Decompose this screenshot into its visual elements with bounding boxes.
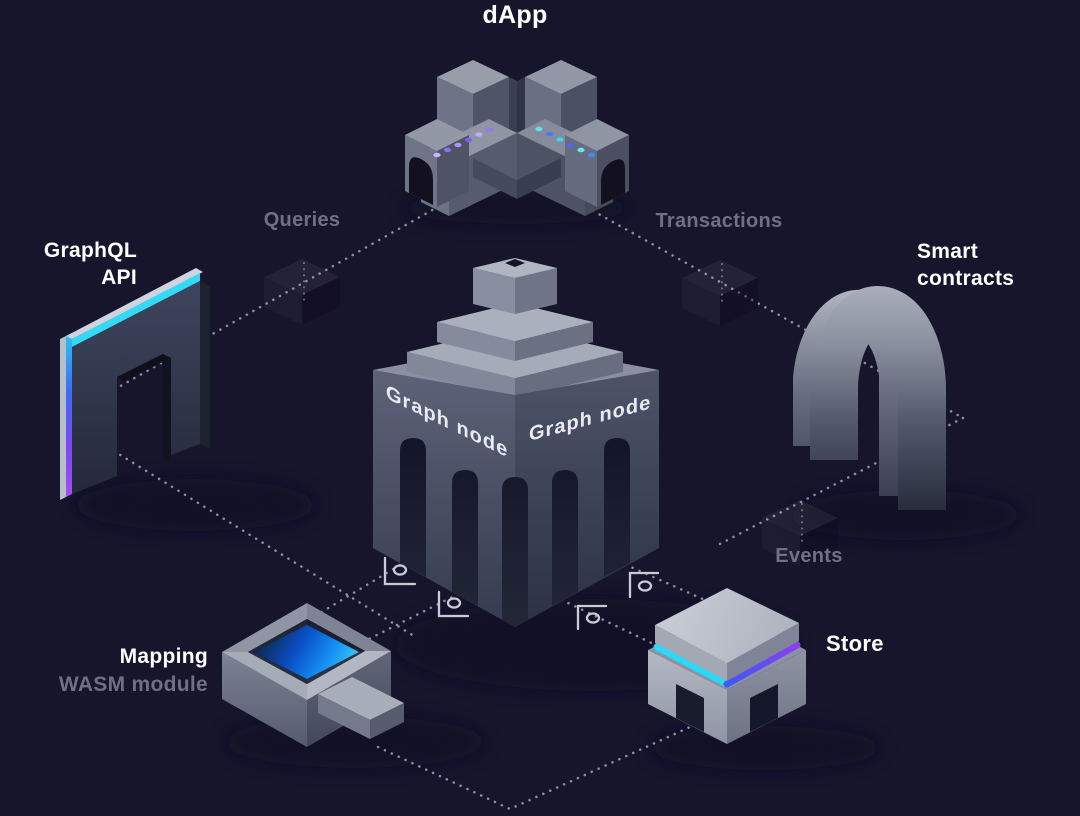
graphql-inner-face	[163, 354, 171, 462]
dapp-glow-dots-right	[535, 126, 596, 158]
smart-contracts-structure	[793, 286, 946, 510]
dapp-label: dApp	[482, 1, 548, 29]
ghost-cubes	[264, 259, 838, 566]
graphql-rim-top	[66, 268, 203, 339]
smart-contracts-label-line2: contracts	[917, 267, 1015, 290]
dapp-left-arch-opening	[409, 157, 433, 205]
ghost-cube-icon	[762, 500, 838, 566]
graphql-inner-top	[117, 354, 171, 381]
dapp-glow-dots-left	[433, 127, 494, 158]
graphql-api-label-line1: GraphQL	[43, 239, 137, 262]
angle-ruler-icon	[437, 590, 470, 618]
graphql-api-label: GraphQL API	[17, 237, 137, 291]
graphql-glow-top	[72, 273, 200, 347]
angle-ruler-icon	[576, 604, 608, 631]
ghost-cube-icon	[682, 260, 758, 326]
store-leg-slot	[676, 684, 704, 732]
smart-contracts-label-line1: Smart	[917, 240, 979, 263]
angle-ruler-icon	[628, 571, 660, 599]
flow-line-left-bottom	[60, 417, 416, 638]
transactions-label: Transactions	[655, 210, 783, 232]
graphql-glow-left	[66, 333, 72, 497]
store-glow-left	[653, 643, 731, 688]
flow-line-node-to-mapping-2	[359, 575, 494, 645]
angle-markers	[383, 556, 660, 631]
store-label: Store	[826, 631, 884, 656]
flow-line-queries	[60, 167, 507, 421]
graphql-api-label-line2: API	[101, 266, 137, 289]
graph-node-arch-slots	[400, 438, 630, 627]
dapp-structure	[405, 60, 629, 216]
queries-label: Queries	[263, 209, 341, 231]
store-slab-top	[655, 588, 799, 663]
graphql-api-structure	[60, 268, 210, 500]
mapping-module-structure	[222, 603, 404, 747]
graph-node-top-hole	[505, 259, 525, 267]
mapping-pool	[253, 625, 359, 679]
dapp-right-arch-opening	[601, 159, 625, 205]
mapping-module-label: Mapping WASM module	[20, 643, 208, 699]
graphql-side-face	[200, 281, 210, 449]
store-leg-slot	[750, 684, 778, 732]
wasm-module-label: WASM module	[58, 673, 208, 696]
events-label: Events	[775, 545, 843, 567]
ghost-cube-icon	[264, 259, 340, 325]
graph-node-structure	[373, 258, 659, 627]
store-glow-right	[723, 641, 801, 688]
dapp-center-notch	[509, 77, 517, 145]
smart-contracts-front	[809, 286, 946, 510]
graphql-rim-left	[60, 336, 66, 500]
angle-ruler-icon	[383, 556, 417, 586]
store-structure	[648, 588, 806, 744]
smart-contracts-label: Smart contracts	[917, 238, 1067, 292]
mapping-label: Mapping	[119, 645, 208, 668]
